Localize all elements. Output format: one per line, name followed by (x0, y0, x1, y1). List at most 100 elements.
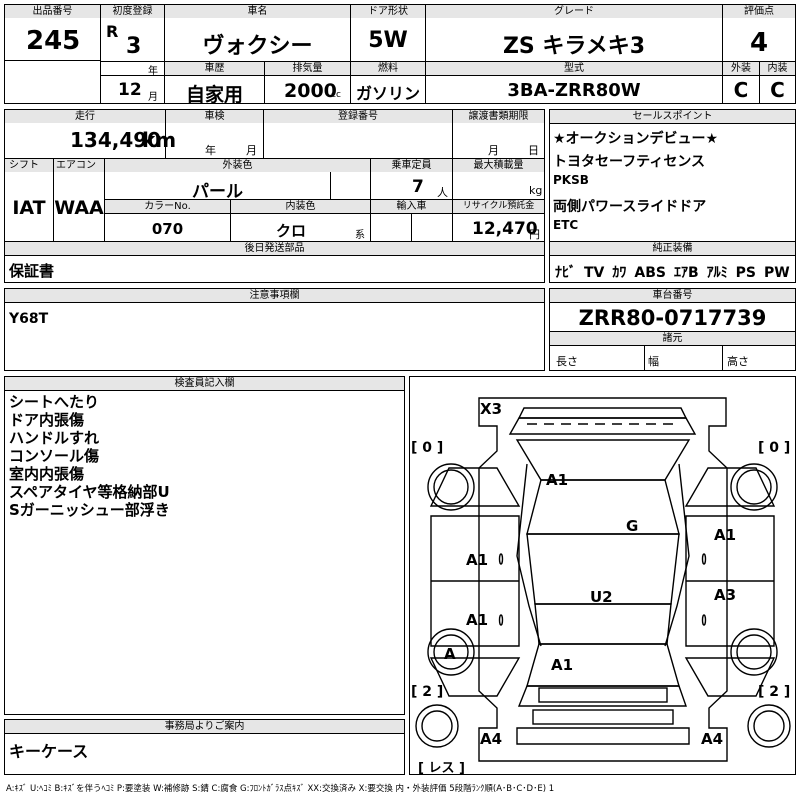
office-block (4, 719, 405, 775)
inspector-note-item: コンソール傷 (9, 447, 100, 465)
damage-a1-rear: A1 (551, 656, 574, 674)
header-int-color: 内装色 (231, 200, 370, 213)
right-rear-fender (684, 657, 776, 697)
wheel-rear-right (730, 628, 778, 676)
inspection-month-unit: 月 (246, 144, 257, 157)
divider (549, 255, 796, 256)
month-unit: 月 (148, 92, 158, 103)
equipment-item: ｱﾙﾐ (706, 265, 728, 281)
car-body-outline (478, 397, 728, 762)
equipment-item: PW (764, 265, 790, 281)
yen-unit: 円 (529, 228, 540, 241)
divider (4, 390, 405, 391)
door-handle (701, 553, 707, 565)
header-selling: セールスポイント (550, 110, 795, 123)
header-model: 型式 (426, 62, 722, 75)
wheel-front-left (427, 463, 475, 511)
wheel-front-left-inner (433, 469, 469, 505)
divider (549, 345, 796, 346)
top-info-block (4, 4, 796, 104)
score-value: 4 (749, 28, 769, 58)
details-block (4, 109, 545, 283)
notes-value: Y68T (9, 311, 49, 327)
header-mileage: 走行 (5, 110, 165, 123)
model-value: 3BA-ZRR80W (507, 80, 641, 101)
header-interior: 内装 (760, 62, 795, 75)
divider (549, 241, 796, 242)
history-value: 自家用 (185, 84, 243, 106)
chassis-block (549, 288, 796, 371)
header-chassis: 車台番号 (550, 289, 795, 302)
header-color-no: カラーNo. (105, 200, 230, 213)
header-office: 事務局よりご案内 (5, 720, 404, 733)
selling-point-item: PKSB (553, 173, 589, 187)
divider (425, 4, 426, 61)
header-load: 最大積載量 (453, 159, 544, 172)
shift-value: IAT (12, 197, 46, 219)
spec-length: 長さ (556, 355, 578, 368)
divider (100, 61, 796, 62)
divider (330, 171, 331, 199)
divider (549, 123, 796, 124)
left-front-fender (429, 467, 521, 507)
divider (4, 255, 545, 256)
header-fuel: 燃料 (351, 62, 425, 75)
header-displacement: 排気量 (265, 62, 350, 75)
fuel-value: ガソリン (355, 84, 420, 103)
lot-number: 245 (26, 26, 81, 56)
rear-panel (532, 709, 674, 725)
year-unit: 年 (148, 66, 158, 77)
damage-x3: X3 (480, 400, 503, 418)
inspector-block (4, 376, 405, 715)
inspection-year-unit: 年 (205, 144, 216, 157)
divider (53, 158, 54, 241)
recycle-value: 12,470 (472, 219, 538, 239)
selling-points-block (549, 109, 796, 283)
divider (165, 109, 166, 158)
divider (549, 302, 796, 303)
header-color: 外装色 (105, 159, 370, 172)
legend-text: A:ｷｽﾞ U:ﾍｺﾐ B:ｷｽﾞを伴うﾍｺﾐ P:要塗装 W:補修跡 S:錆 … (6, 784, 555, 794)
damage-a1-left-rear: A1 (466, 611, 489, 629)
left-side-body (430, 515, 520, 647)
door-handle (498, 553, 504, 565)
selling-point-item: トヨタセーフティセンス (553, 153, 706, 170)
spare-tire-right-inner (753, 710, 785, 742)
first-reg-year: 3 (126, 34, 142, 59)
divider (350, 4, 351, 104)
windshield (515, 439, 691, 481)
header-seats: 乗車定員 (371, 159, 452, 172)
car-name: ヴォクシー (202, 34, 313, 59)
header-equipment: 純正装備 (550, 242, 795, 255)
transfer-month-unit: 月 (488, 144, 499, 157)
office-value: キーケース (9, 742, 89, 761)
damage-a1-left-front: A1 (466, 551, 489, 569)
inspector-note-item: スペアタイヤ等格納部U (9, 483, 170, 501)
wheel-rear-left-inner (433, 634, 469, 670)
chassis-number: ZRR80-0717739 (578, 306, 767, 330)
notes-block (4, 288, 545, 371)
displacement-value: 2000 (284, 80, 337, 102)
header-notes: 注意事項欄 (5, 289, 544, 302)
inspector-note-item: ハンドルすれ (9, 429, 100, 447)
hood-outline (508, 417, 697, 435)
color-no-value: 070 (151, 220, 184, 238)
divider (644, 345, 645, 371)
equipment-item: ｴｱB (673, 265, 699, 281)
tire-front-left: [ 0 ] (411, 440, 444, 456)
spec-width: 幅 (648, 355, 659, 368)
inspector-note-item: シートへたり (9, 393, 100, 411)
seats-value: 7 (412, 177, 424, 197)
later-parts-value: 保証書 (9, 262, 55, 280)
car-diagram-frame (409, 376, 796, 775)
selling-point-item: ETC (553, 218, 579, 232)
door-handle (701, 614, 707, 626)
right-front-fender (684, 467, 776, 507)
int-color-suffix: 系 (355, 230, 365, 241)
divider (759, 61, 760, 104)
car-diagram (415, 397, 791, 762)
wheel-rear-left (427, 628, 475, 676)
divider (4, 733, 405, 734)
exterior-grade: C (733, 78, 749, 102)
